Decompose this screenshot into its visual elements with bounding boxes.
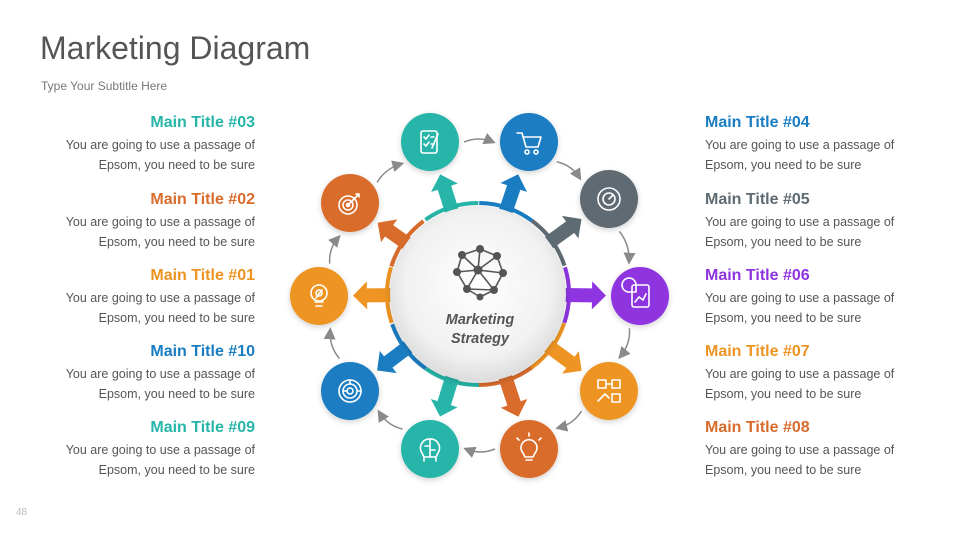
item-body-line1: You are going to use a passage of xyxy=(65,138,255,152)
item-title: Main Title #02 xyxy=(150,191,255,208)
item-body-line2: Epsom, you need to be sure xyxy=(98,387,255,401)
text-block-02: Main Title #02 You are going to use a pa… xyxy=(35,190,255,252)
item-body-line1: You are going to use a passage of xyxy=(705,367,895,381)
connector-arrow xyxy=(618,328,631,360)
item-title: Main Title #10 xyxy=(150,343,255,360)
connector-arrow xyxy=(323,327,341,360)
item-body-line1: You are going to use a passage of xyxy=(705,291,895,305)
item-body-line1: You are going to use a passage of xyxy=(705,443,895,457)
node-layer xyxy=(290,113,669,478)
item-body-line2: Epsom, you need to be sure xyxy=(705,158,862,172)
maze-target-icon xyxy=(338,379,362,403)
node-circle xyxy=(401,113,459,171)
network-brain-icon xyxy=(453,245,507,301)
spoke-arrow-03 xyxy=(431,174,460,217)
item-title: Main Title #05 xyxy=(705,191,810,208)
brain-circuit-icon xyxy=(419,438,441,462)
strategy-board-icon xyxy=(597,379,621,403)
text-block-08: Main Title #08 You are going to use a pa… xyxy=(705,418,925,480)
item-body-line2: Epsom, you need to be sure xyxy=(98,235,255,249)
spoke-arrow-06 xyxy=(561,281,607,310)
connector-arrow xyxy=(328,234,341,264)
item-body-line1: You are going to use a passage of xyxy=(65,291,255,305)
gear-gauge-icon xyxy=(597,187,621,211)
connector-arrow xyxy=(377,409,403,430)
spoke-arrow-01 xyxy=(352,281,395,310)
item-body-line2: Epsom, you need to be sure xyxy=(98,311,255,325)
node-08 xyxy=(500,420,558,478)
page-number: 48 xyxy=(16,507,28,518)
idea-bulb-icon xyxy=(516,432,542,461)
item-title: Main Title #06 xyxy=(705,267,810,284)
item-title: Main Title #01 xyxy=(150,267,255,284)
node-circle xyxy=(580,362,638,420)
connector-arrows xyxy=(323,133,636,458)
text-block-06: Main Title #06 You are going to use a pa… xyxy=(705,266,925,328)
spoke-arrows xyxy=(352,174,607,417)
item-body-line2: Epsom, you need to be sure xyxy=(705,463,862,477)
page-title: Marketing Diagram xyxy=(40,30,311,66)
spoke-arrow-05 xyxy=(541,215,582,251)
chart-report-icon xyxy=(621,277,650,308)
node-circle xyxy=(611,267,669,325)
item-body-line1: You are going to use a passage of xyxy=(65,443,255,457)
item-body-line2: Epsom, you need to be sure xyxy=(98,463,255,477)
text-block-05: Main Title #05 You are going to use a pa… xyxy=(705,190,925,252)
item-title: Main Title #08 xyxy=(705,419,810,436)
node-circle xyxy=(500,420,558,478)
node-10 xyxy=(321,362,379,420)
item-body-line1: You are going to use a passage of xyxy=(705,138,895,152)
center-label-line1: Marketing xyxy=(446,312,515,328)
item-body-line1: You are going to use a passage of xyxy=(65,215,255,229)
connector-arrow xyxy=(618,230,636,265)
lightbulb-gear-icon xyxy=(310,284,328,307)
item-body-line1: You are going to use a passage of xyxy=(65,367,255,381)
node-02 xyxy=(321,174,379,232)
item-title: Main Title #04 xyxy=(705,114,810,131)
item-body-line2: Epsom, you need to be sure xyxy=(705,311,862,325)
text-block-01: Main Title #01 You are going to use a pa… xyxy=(35,266,255,328)
node-03 xyxy=(401,113,459,171)
text-block-04: Main Title #04 You are going to use a pa… xyxy=(705,113,925,175)
connector-arrow xyxy=(556,160,582,181)
item-title: Main Title #09 xyxy=(150,419,255,436)
node-09 xyxy=(401,420,459,478)
node-07 xyxy=(580,362,638,420)
spoke-arrow-08 xyxy=(497,371,528,417)
item-title: Main Title #07 xyxy=(705,343,810,360)
page-subtitle: Type Your Subtitle Here xyxy=(41,79,168,93)
connector-arrow xyxy=(376,160,405,183)
connector-arrow xyxy=(555,410,583,432)
item-body-line2: Epsom, you need to be sure xyxy=(705,235,862,249)
node-04 xyxy=(500,113,558,171)
text-block-07: Main Title #07 You are going to use a pa… xyxy=(705,342,925,404)
text-block-09: Main Title #09 You are going to use a pa… xyxy=(35,418,255,480)
shopping-cart-icon xyxy=(516,132,542,155)
spoke-arrow-04 xyxy=(498,174,528,217)
node-06 xyxy=(611,267,669,325)
checklist-icon xyxy=(420,130,439,154)
node-01 xyxy=(290,267,348,325)
spoke-arrow-09 xyxy=(430,372,460,417)
item-body-line1: You are going to use a passage of xyxy=(705,215,895,229)
target-gear-icon xyxy=(338,193,360,215)
spoke-arrow-07 xyxy=(541,338,582,374)
text-block-03: Main Title #03 You are going to use a pa… xyxy=(35,113,255,175)
item-body-line2: Epsom, you need to be sure xyxy=(705,387,862,401)
connector-arrow xyxy=(463,133,496,145)
spoke-arrow-02 xyxy=(377,219,414,252)
text-block-10: Main Title #10 You are going to use a pa… xyxy=(35,342,255,404)
node-circle xyxy=(500,113,558,171)
node-circle xyxy=(321,362,379,420)
item-body-line2: Epsom, you need to be sure xyxy=(98,158,255,172)
center-circle xyxy=(390,206,566,382)
item-title: Main Title #03 xyxy=(150,114,255,131)
spoke-arrow-10 xyxy=(377,339,416,374)
node-05 xyxy=(580,170,638,228)
connector-arrow xyxy=(463,446,496,458)
center-label-line2: Strategy xyxy=(451,331,510,347)
